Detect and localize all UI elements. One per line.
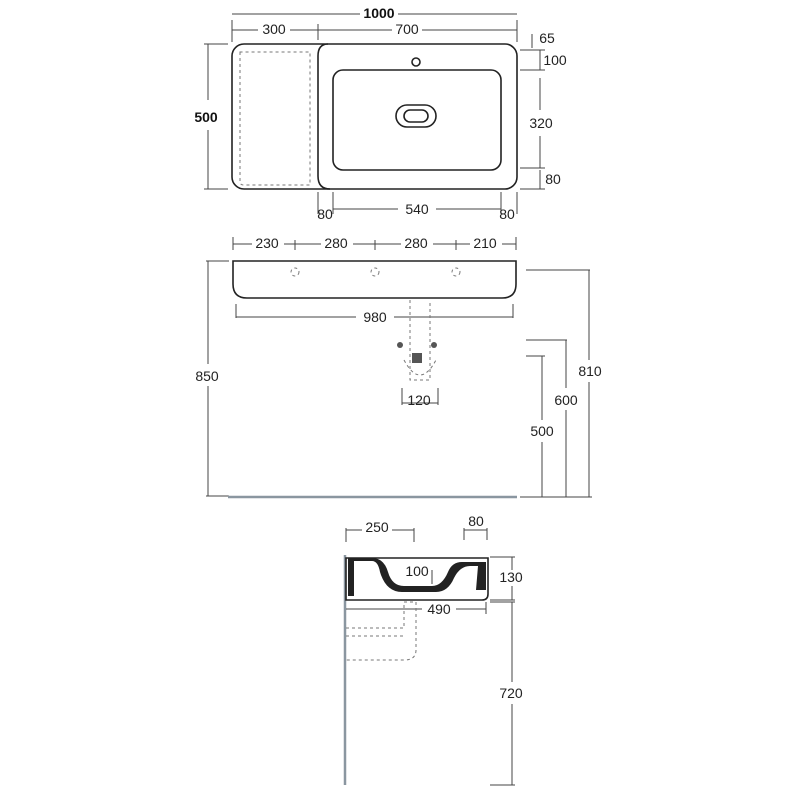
basin-outline: [231, 43, 518, 190]
label-bg: [401, 236, 433, 250]
dim-hole-spacing-1: 230: [255, 235, 279, 251]
dim-waste-height: 600: [554, 392, 578, 408]
dim-side-margin-left: 80: [317, 206, 333, 222]
dim-back-margin: 100: [543, 52, 567, 68]
basin-section-edge: [317, 43, 331, 190]
dim-left-shelf: 300: [262, 21, 286, 37]
basin-side-body: [345, 557, 489, 601]
valve-right-icon: [431, 342, 437, 348]
waste-outlet-icon: [412, 353, 422, 363]
basin-front-body: [232, 260, 517, 299]
dim-bowl-depth: 320: [529, 115, 553, 131]
valve-left-icon: [397, 342, 403, 348]
dim-supply-height: 500: [530, 423, 554, 439]
top-view: 1000 300 700 500 65 100: [194, 5, 567, 222]
label-bg: [362, 521, 392, 535]
tap-hole: [411, 57, 421, 67]
dim-total-height: 850: [195, 368, 219, 384]
tap-hole-left: [290, 267, 300, 277]
side-trap-dashed: [346, 601, 417, 661]
bowl-outline: [332, 69, 502, 171]
dim-top-height: 810: [578, 363, 602, 379]
basin-back-wall: [348, 558, 354, 596]
waste-pipe-dashed: [409, 300, 431, 381]
drain-inner: [403, 109, 429, 123]
drain-outer: [395, 104, 437, 128]
tap-hole-center: [370, 267, 380, 277]
dim-basin-section: 700: [395, 21, 419, 37]
dim-front-margin: 80: [545, 171, 561, 187]
dim-bottom-height: 720: [499, 685, 523, 701]
dim-bowl-inner-depth: 100: [405, 563, 429, 579]
dim-basin-height: 130: [499, 569, 523, 585]
label-bg: [252, 236, 284, 250]
dim-tap-offset: 65: [539, 30, 555, 46]
shelf-dashed-outline: [239, 51, 311, 186]
dim-hole-spacing-3: 280: [404, 235, 428, 251]
dim-bowl-width: 540: [405, 201, 429, 217]
tap-hole-right: [451, 267, 461, 277]
label-bg: [470, 236, 502, 250]
dim-back-lip: 80: [468, 513, 484, 529]
dim-bowl-offset: 250: [365, 519, 389, 535]
side-view: 250 80 100 130 490 720: [343, 513, 523, 786]
front-view: 230 280 280 210 980 120 850: [195, 235, 602, 499]
basin-side-profile: [348, 558, 486, 592]
dim-hole-spacing-4: 210: [473, 235, 497, 251]
label-bg: [321, 236, 353, 250]
dim-projection: 490: [427, 601, 451, 617]
dim-depth: 500: [194, 109, 218, 125]
dim-inner-width: 980: [363, 309, 387, 325]
dim-hole-spacing-2: 280: [324, 235, 348, 251]
dim-overall-width: 1000: [363, 5, 394, 21]
dim-waste-width: 120: [407, 392, 431, 408]
dim-side-margin-right: 80: [499, 206, 515, 222]
